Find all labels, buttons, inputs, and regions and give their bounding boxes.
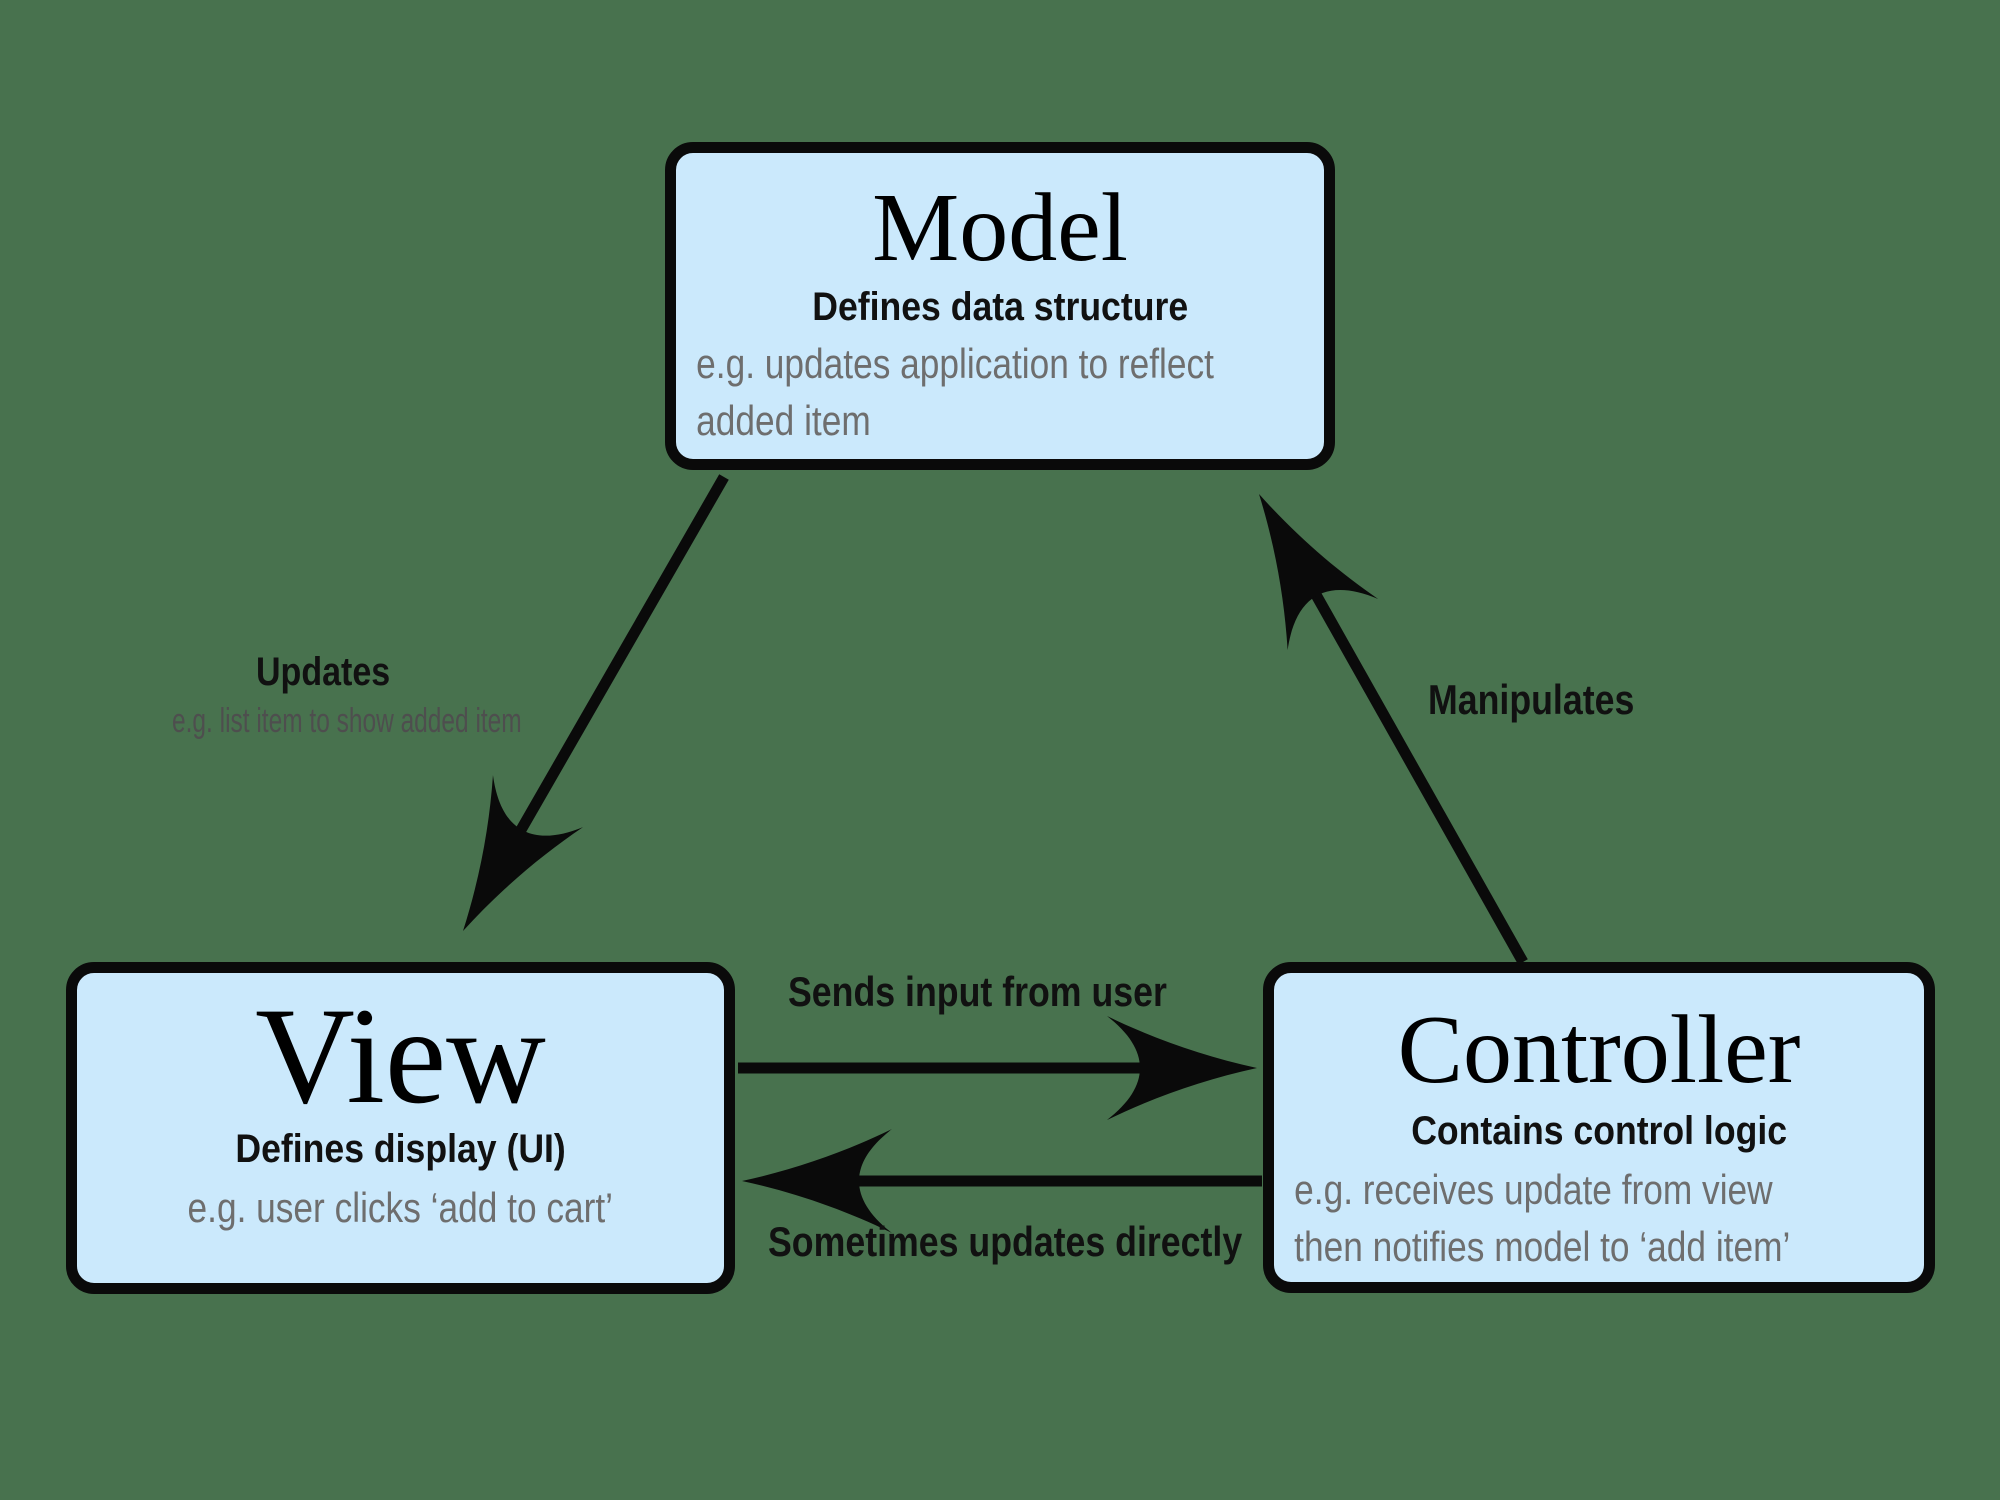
model-example-line: e.g. updates application to reflect (696, 340, 1214, 387)
model-title: Model (872, 174, 1128, 282)
updates-arrowhead-icon (417, 775, 584, 957)
controller-example-line: then notifies model to ‘add item’ (1294, 1223, 1791, 1270)
sends-input-arrow-label: Sends input from user (788, 968, 1167, 1015)
manipulates-arrow-shaft (1301, 574, 1528, 965)
sometimes-updates-arrow (742, 1129, 1262, 1233)
view-node: View Defines display (UI) e.g. user clic… (66, 962, 735, 1294)
sometimes-updates-arrow-label: Sometimes updates directly (768, 1218, 1243, 1265)
view-subtitle: Defines display (UI) (235, 1127, 566, 1171)
updates-arrow-shaft (505, 474, 729, 852)
manipulates-arrow-label: Manipulates (1428, 676, 1635, 723)
controller-subtitle: Contains control logic (1411, 1109, 1787, 1153)
manipulates-arrow (1213, 468, 1528, 965)
model-node: Model Defines data structure e.g. update… (665, 142, 1335, 470)
model-example-line: added item (696, 397, 871, 444)
model-example: e.g. updates application to reflect adde… (676, 335, 1214, 449)
controller-node: Controller Contains control logic e.g. r… (1263, 962, 1935, 1293)
manipulates-arrowhead-icon (1213, 468, 1379, 651)
view-example: e.g. user clicks ‘add to cart’ (188, 1179, 613, 1236)
view-title: View (255, 979, 546, 1132)
updates-arrow-sublabel: e.g. list item to show added item (172, 702, 522, 740)
controller-example: e.g. receives update from view then noti… (1274, 1161, 1790, 1275)
view-example-line: e.g. user clicks ‘add to cart’ (187, 1184, 614, 1231)
sends-input-arrow (738, 1016, 1257, 1120)
updates-arrow (417, 474, 729, 957)
updates-arrow-label: Updates (256, 650, 391, 694)
model-subtitle: Defines data structure (812, 285, 1188, 329)
controller-example-line: e.g. receives update from view (1294, 1166, 1773, 1213)
controller-title: Controller (1397, 996, 1801, 1104)
